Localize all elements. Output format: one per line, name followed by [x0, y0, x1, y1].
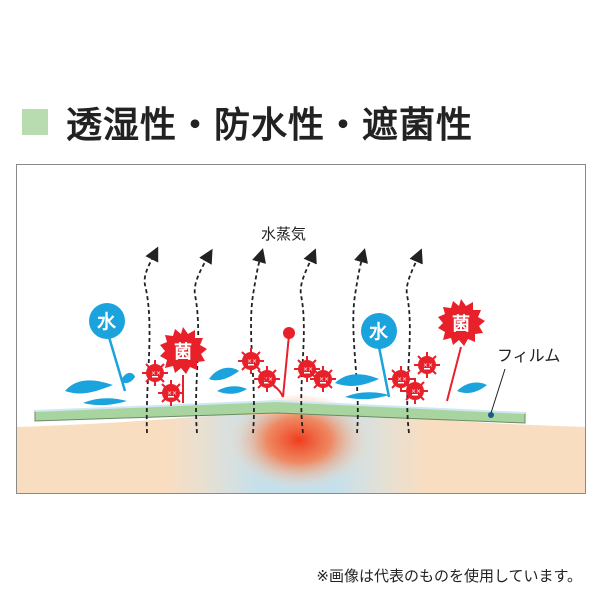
diagram-frame: × × 水蒸気 水: [16, 164, 586, 494]
vapor-arrows: [143, 246, 423, 434]
germ-icon: [237, 347, 265, 375]
vapor-arrow: [250, 248, 266, 434]
germ-burst-left: 菌: [160, 327, 207, 374]
germ-stem: [446, 346, 462, 402]
heading-marker: [22, 109, 48, 135]
germ-icon: [413, 351, 441, 379]
water-drop-right: 水: [335, 313, 397, 400]
film-leader: [490, 368, 506, 414]
water-splash: [217, 386, 247, 394]
diagram-canvas: × × 水蒸気 水: [17, 225, 585, 493]
germ-dot: [283, 327, 295, 339]
vapor-arrow: [405, 248, 423, 434]
vapor-arrow: [193, 248, 213, 434]
germ-icon: [141, 359, 169, 387]
page-title: 透湿性・防水性・遮菌性: [66, 105, 474, 146]
water-label: 水: [97, 311, 117, 333]
vapor-arrow: [143, 246, 159, 434]
section-heading: 透湿性・防水性・遮菌性: [22, 98, 473, 146]
film-leader-dot: [488, 412, 494, 418]
germ-branch: [258, 374, 284, 398]
film-label: フィルム: [497, 346, 560, 365]
germ-burst-right: 菌: [438, 299, 485, 346]
water-splash: [457, 382, 487, 393]
water-splash: [209, 367, 239, 381]
vapor-label: 水蒸気: [261, 225, 306, 243]
germ-icon: [157, 379, 185, 407]
germ-label: 菌: [174, 342, 192, 363]
vapor-arrow: [299, 248, 317, 434]
heat-spot: [227, 395, 371, 493]
disclaimer-note: ※画像は代表のものを使用しています。: [316, 567, 582, 585]
germ-label: 菌: [452, 314, 470, 335]
germ-stem: [282, 334, 290, 398]
water-drop-left: 水: [65, 303, 135, 406]
water-label: 水: [369, 321, 389, 343]
